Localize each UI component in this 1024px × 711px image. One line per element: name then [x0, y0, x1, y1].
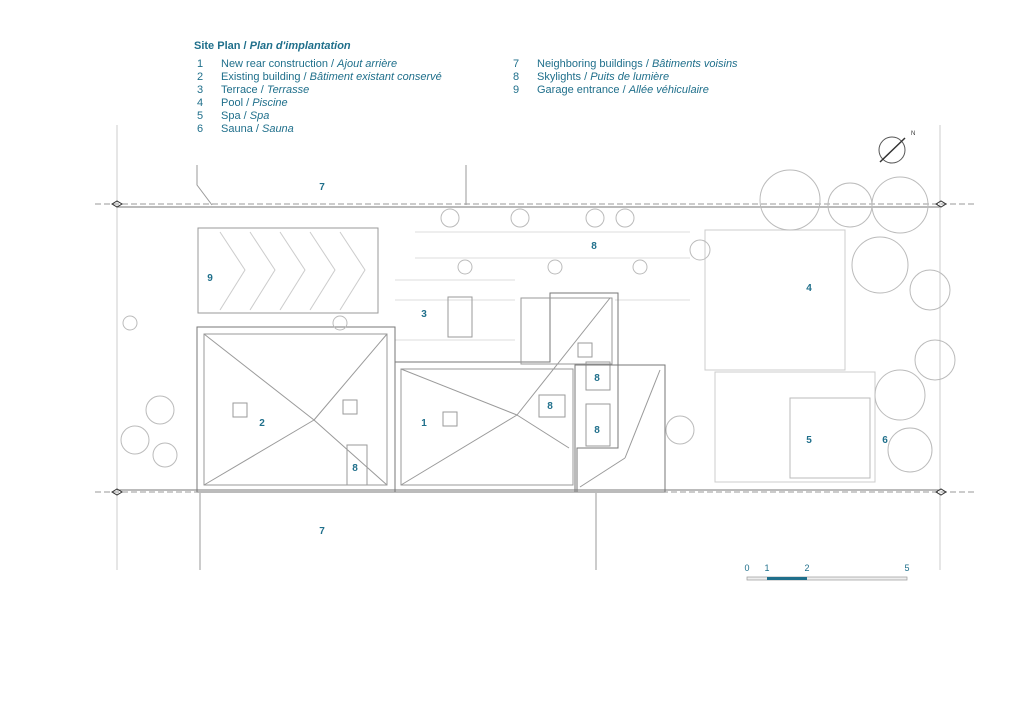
garage-entrance-area	[197, 227, 379, 314]
spa-deck	[714, 371, 876, 483]
neighbor-building-top	[196, 165, 213, 206]
label-neighbor-top: 7	[319, 182, 325, 193]
label-skylight-a: 8	[594, 373, 600, 384]
label-skylight-top: 8	[591, 241, 597, 252]
new-construction	[394, 292, 619, 493]
svg-text:1: 1	[764, 563, 769, 573]
label-garage: 9	[207, 273, 213, 284]
label-existing: 2	[259, 418, 265, 429]
svg-text:0: 0	[744, 563, 749, 573]
svg-text:2: 2	[804, 563, 809, 573]
north-arrow-icon: N	[878, 131, 915, 164]
label-skylight-c: 8	[594, 425, 600, 436]
label-new: 1	[421, 418, 427, 429]
label-spa: 5	[806, 435, 812, 446]
svg-text:N: N	[911, 131, 915, 137]
scale-bar: 0 1 2 5	[744, 563, 910, 581]
label-skylight-d: 8	[352, 463, 358, 474]
pool	[704, 229, 846, 371]
label-neighbor-bottom: 7	[319, 526, 325, 537]
label-terrace: 3	[421, 309, 427, 320]
terrace-table	[447, 296, 473, 338]
plan-title: Site Plan / Plan d'implantation	[194, 40, 351, 52]
side-building	[574, 364, 666, 493]
label-skylight-b: 8	[547, 401, 553, 412]
svg-text:5: 5	[904, 563, 909, 573]
label-pool: 4	[806, 283, 812, 294]
spa	[789, 397, 871, 479]
label-sauna: 6	[882, 435, 888, 446]
